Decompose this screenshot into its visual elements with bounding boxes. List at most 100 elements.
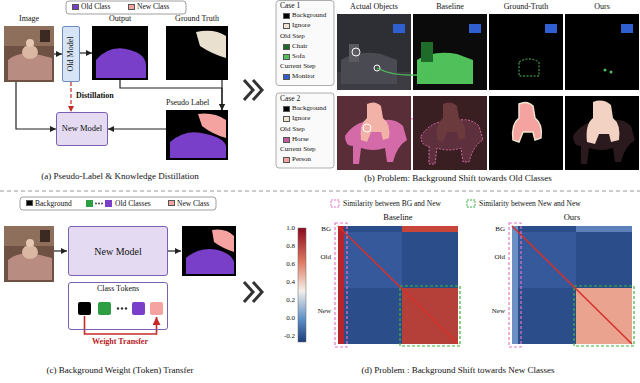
legend-sample bbox=[86, 200, 93, 207]
legend-text: Monitor bbox=[292, 73, 315, 80]
output-mask bbox=[186, 249, 234, 274]
ground-truth-mask bbox=[489, 96, 563, 170]
legend-text: Horse bbox=[292, 136, 309, 143]
case-title: Case 1 bbox=[280, 2, 300, 10]
similarity-heatmap bbox=[338, 226, 458, 344]
baseline-mask bbox=[413, 14, 487, 90]
scene-image bbox=[393, 24, 405, 33]
pseudo-label-mask bbox=[198, 114, 226, 138]
input-photo bbox=[4, 26, 54, 82]
baseline-mask bbox=[421, 42, 433, 62]
similarity-heatmap bbox=[338, 226, 458, 344]
ground-truth-image: Ground Truth bbox=[166, 26, 228, 80]
ground-truth-mask bbox=[545, 24, 557, 33]
legend-sample bbox=[466, 199, 476, 208]
connector bbox=[120, 80, 222, 110]
output-mask bbox=[182, 226, 236, 276]
scene-image bbox=[337, 14, 411, 90]
section-chevron bbox=[253, 282, 262, 302]
legend-text: New Class bbox=[177, 200, 209, 208]
legend-frame bbox=[20, 197, 216, 210]
legend-swatch bbox=[26, 200, 33, 206]
scene-image bbox=[363, 124, 371, 132]
legend-entry: Chair bbox=[283, 43, 308, 50]
legend-sample bbox=[86, 200, 112, 207]
class-token bbox=[121, 307, 123, 309]
step-heading: Current Step bbox=[280, 146, 316, 154]
scene-image bbox=[361, 102, 390, 142]
legend-swatch bbox=[283, 23, 290, 29]
legend-swatch bbox=[283, 157, 290, 163]
column-header: Ours bbox=[594, 3, 610, 12]
legend-text: Old Classes bbox=[115, 200, 151, 208]
legend-swatch bbox=[283, 137, 290, 143]
input-photo bbox=[22, 45, 38, 59]
legend-text: Similarity between New and New bbox=[479, 200, 581, 208]
pseudo-label-mask bbox=[170, 132, 226, 158]
output-mask bbox=[92, 26, 148, 80]
legend-entry: Similarity between BG and New bbox=[330, 199, 441, 208]
legend-sample bbox=[331, 200, 339, 207]
ground-truth-mask bbox=[513, 102, 542, 142]
legend-entry: Similarity between New and New bbox=[466, 199, 581, 208]
highlight-box bbox=[335, 223, 347, 347]
legend-swatch bbox=[168, 200, 175, 206]
input-photo bbox=[26, 239, 34, 247]
image-heading: Ground Truth bbox=[175, 15, 219, 24]
legend-text: Background bbox=[35, 200, 72, 208]
legend-swatch bbox=[283, 116, 290, 122]
model-box: New Model bbox=[56, 112, 108, 146]
legend-sample bbox=[101, 202, 103, 204]
legend-swatch bbox=[283, 106, 290, 112]
highlight-box bbox=[400, 286, 460, 346]
legend-frame bbox=[66, 1, 186, 14]
legend-sample bbox=[467, 200, 475, 207]
baseline-mask bbox=[413, 96, 487, 170]
section-divider bbox=[0, 191, 640, 192]
input-photo bbox=[40, 230, 50, 242]
similarity-heatmap bbox=[338, 226, 458, 344]
legend-frame bbox=[66, 1, 186, 14]
legend-text: Chair bbox=[292, 43, 308, 50]
input-photo bbox=[26, 39, 34, 47]
similarity-heatmap bbox=[402, 226, 458, 232]
column-header: Ground-Truth bbox=[504, 3, 549, 12]
legend-entry: Monitor bbox=[283, 73, 315, 80]
connector bbox=[108, 128, 166, 129]
input-photo bbox=[4, 26, 54, 82]
legend-text: Similarity between BG and New bbox=[343, 200, 441, 208]
legend-text: Ignore bbox=[292, 115, 310, 122]
output-image: Output bbox=[92, 26, 148, 80]
tick-label: 0.6 bbox=[286, 261, 295, 269]
image-heading: Image bbox=[19, 15, 39, 24]
similarity-heatmap bbox=[338, 226, 344, 344]
legend-text: Ignore bbox=[292, 22, 310, 29]
legend-entry: Ignore bbox=[283, 115, 310, 122]
legend-entry: Background bbox=[283, 12, 326, 19]
image-heading: Pseudo Label bbox=[166, 99, 209, 108]
legend-frame bbox=[276, 93, 334, 168]
axis-label: BG bbox=[321, 226, 331, 234]
output-mask bbox=[212, 230, 234, 252]
axis-label: BG bbox=[495, 226, 505, 234]
highlight-box bbox=[574, 286, 634, 346]
axis-label: New bbox=[318, 308, 331, 316]
tick-label: 0.2 bbox=[286, 297, 295, 305]
tick-label: 0.8 bbox=[286, 243, 295, 251]
colorbar bbox=[298, 228, 306, 342]
ours-mask bbox=[565, 14, 639, 90]
legend-entry: Background bbox=[283, 105, 326, 112]
edge-label: Distillation bbox=[76, 92, 114, 101]
scene-image bbox=[337, 14, 411, 90]
heatmap-title: Baseline bbox=[383, 213, 412, 222]
legend-entry: New Class bbox=[128, 3, 169, 11]
output-mask bbox=[182, 226, 236, 276]
legend-sample bbox=[95, 202, 97, 204]
colorbar bbox=[298, 228, 306, 342]
ground-truth-mask bbox=[196, 31, 226, 58]
scene-image bbox=[337, 96, 411, 170]
step-heading: Old Step bbox=[280, 33, 305, 41]
input-photo bbox=[4, 226, 54, 282]
